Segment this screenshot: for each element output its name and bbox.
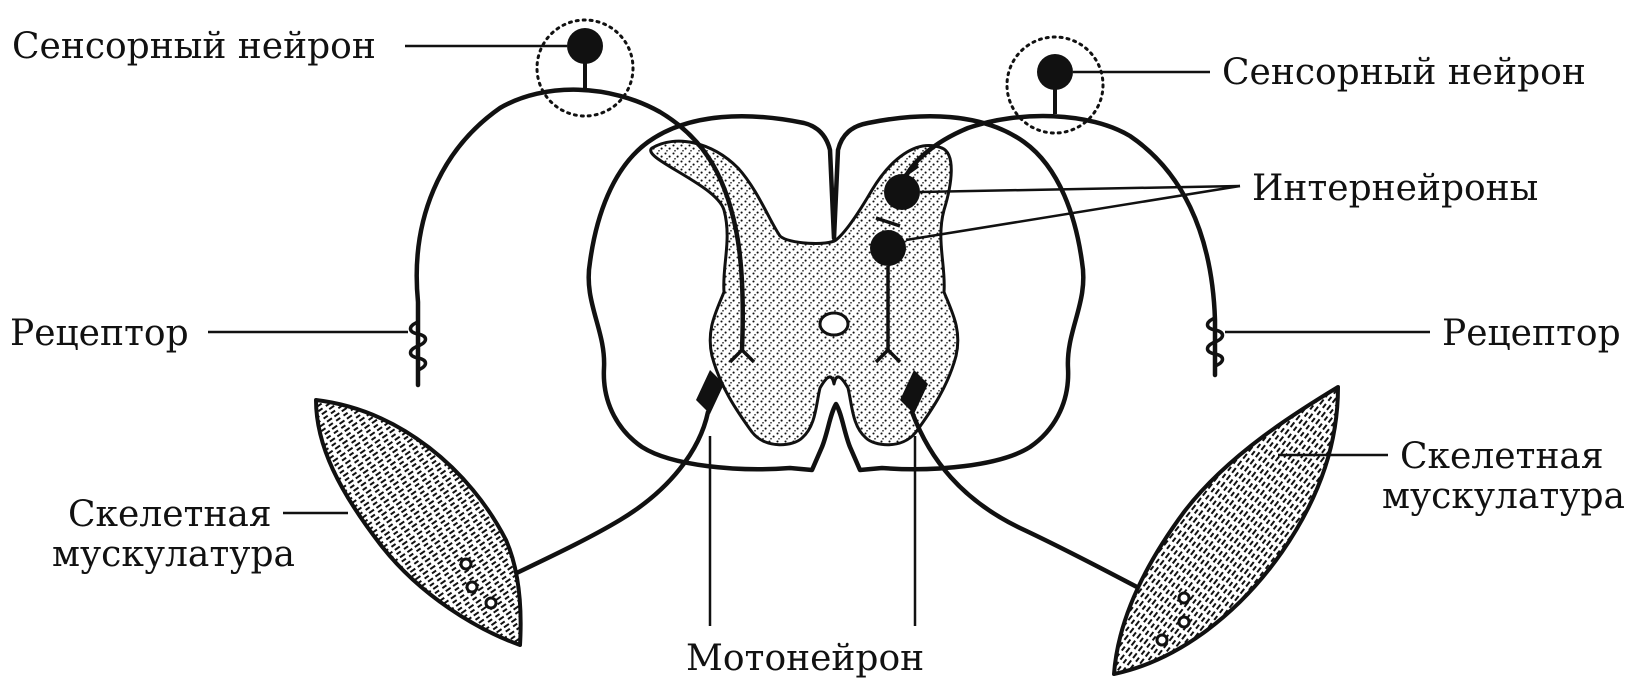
label-receptor-left: Рецептор xyxy=(10,313,189,354)
central-canal xyxy=(820,313,848,335)
label-sensory-neuron-left: Сенсорный нейрон xyxy=(12,26,376,67)
label-sensory-neuron-right: Сенсорный нейрон xyxy=(1222,52,1586,93)
label-skeletal-muscle-left-line1: Скелетная xyxy=(68,494,272,535)
label-receptor-right: Рецептор xyxy=(1442,313,1621,354)
label-motoneuron: Мотонейрон xyxy=(686,638,924,679)
label-interneurons: Интернейроны xyxy=(1252,168,1538,209)
label-skeletal-muscle-right-line1: Скелетная xyxy=(1400,436,1604,477)
interneuron-1 xyxy=(884,174,920,210)
interneuron-2 xyxy=(870,230,906,266)
label-skeletal-muscle-right-line2: мускулатура xyxy=(1382,476,1625,517)
skeletal-muscle-right xyxy=(1114,387,1338,674)
sensory-neuron-right-body xyxy=(1037,54,1073,90)
sensory-neuron-left-body xyxy=(567,28,603,64)
label-skeletal-muscle-left-line2: мускулатура xyxy=(52,534,295,575)
